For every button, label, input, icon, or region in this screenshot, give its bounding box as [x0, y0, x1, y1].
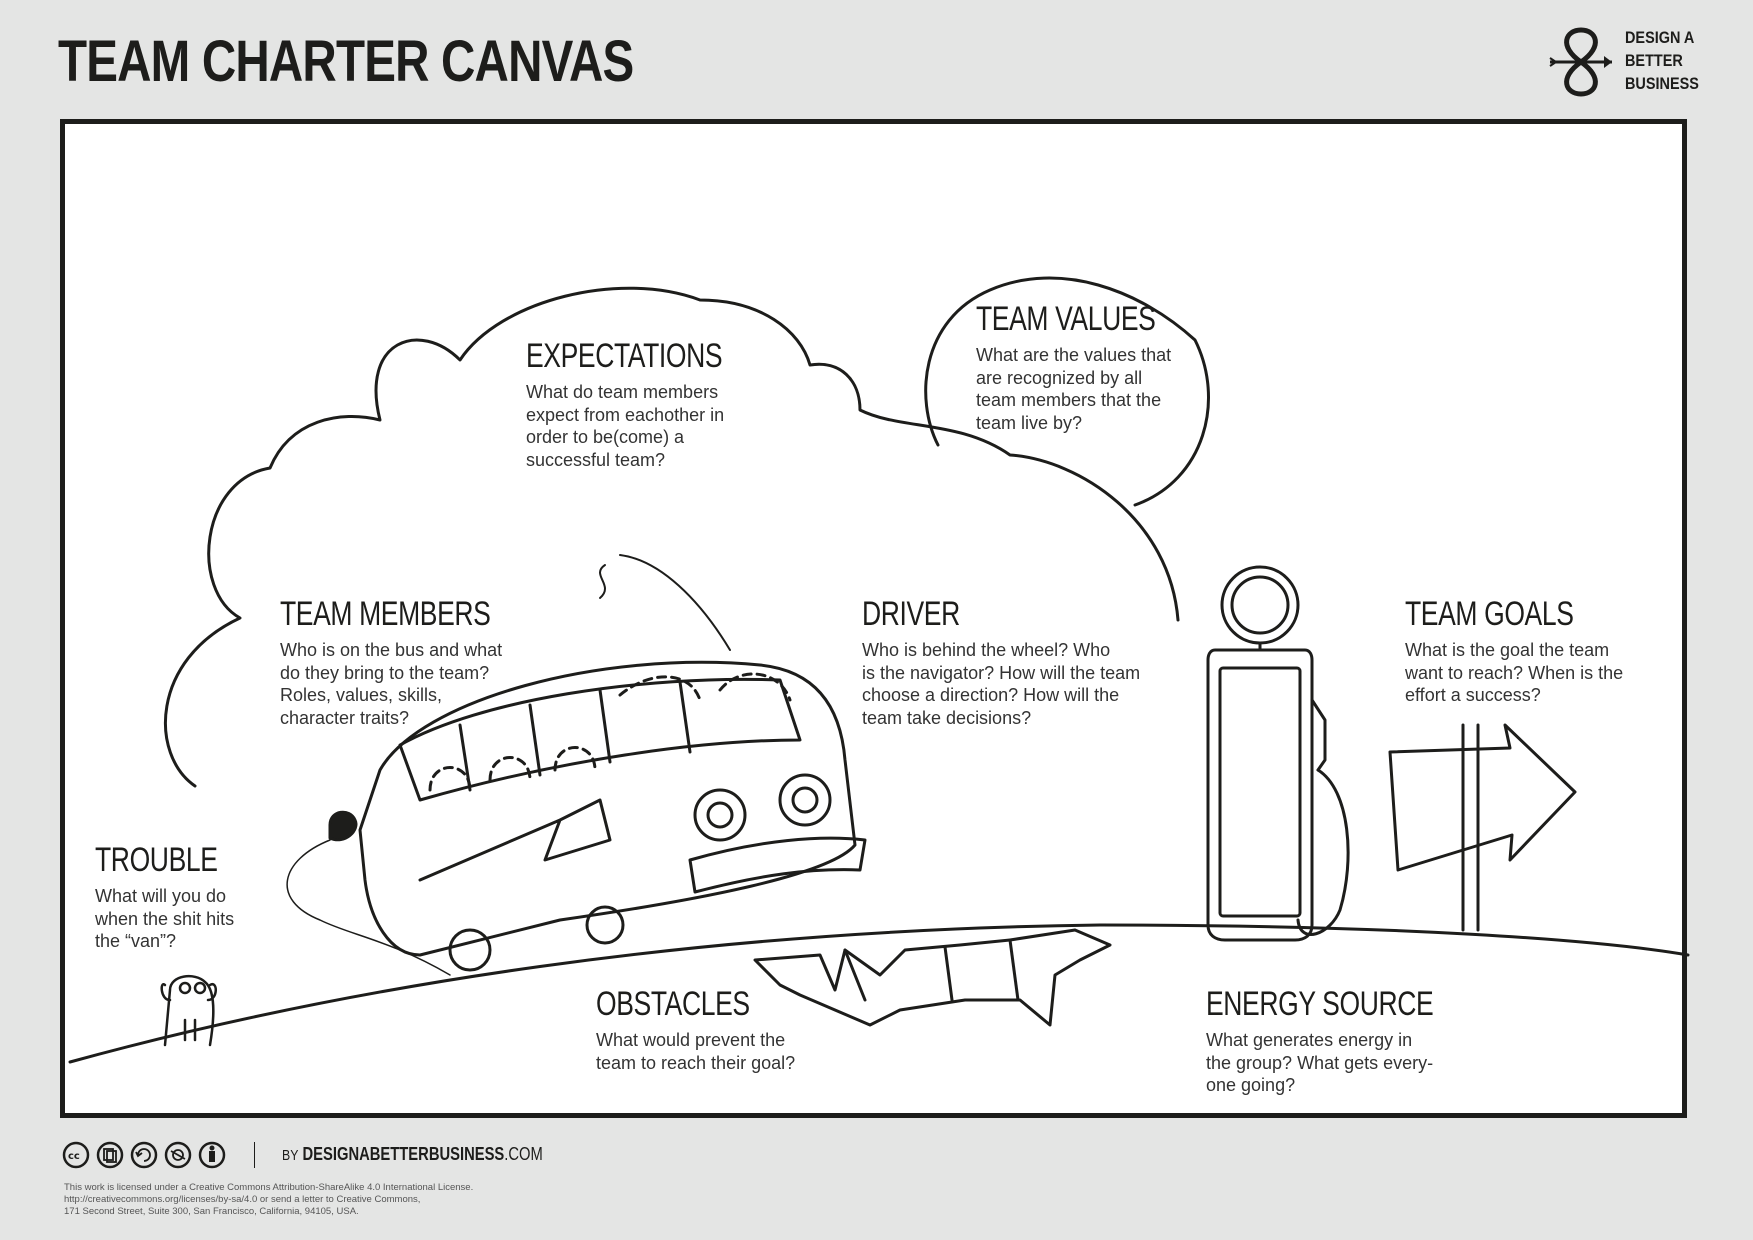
ground-crack: [753, 928, 1112, 1027]
section-title: EXPECTATIONS: [526, 337, 723, 375]
svg-text:cc: cc: [68, 1151, 80, 1162]
section-expectations: EXPECTATIONS What do team members expect…: [526, 337, 778, 471]
thought-cloud: [164, 286, 1180, 788]
ground-line: [68, 923, 1690, 1064]
section-prompt: What generates energy in the group? What…: [1206, 1030, 1434, 1095]
section-title: TEAM MEMBERS: [280, 595, 491, 633]
section-title: ENERGY SOURCE: [1206, 985, 1434, 1023]
section-trouble: TROUBLE What will you do when the shit h…: [95, 841, 252, 953]
cc-icon: [62, 1141, 90, 1169]
footer-credit[interactable]: BY DESIGNABETTERBUSINESS.COM: [282, 1144, 543, 1164]
signpost-illustration: [1388, 723, 1577, 932]
section-title: TEAM GOALS: [1405, 595, 1574, 633]
noncommercial-icon: [164, 1141, 192, 1169]
attribution-icon: [198, 1141, 226, 1169]
license-icons: cc: [62, 1141, 226, 1169]
canvas-frame: [60, 119, 1687, 1118]
section-prompt: What will you do when the shit hits the …: [95, 886, 235, 951]
share-alike-icon: [130, 1141, 158, 1169]
footer-divider: [254, 1142, 255, 1168]
copy-icon: [96, 1141, 124, 1169]
section-obstacles: OBSTACLES What would prevent the team to…: [596, 985, 795, 1074]
section-driver: DRIVER Who is behind the wheel? Who is t…: [862, 595, 1140, 729]
brand-logo: DESIGN A BETTER BUSINESS: [1548, 26, 1738, 106]
values-bubble: [924, 276, 1210, 507]
section-title: TROUBLE: [95, 841, 218, 879]
section-title: OBSTACLES: [596, 985, 750, 1023]
license-text: This work is licensed under a Creative C…: [64, 1182, 474, 1217]
section-title: TEAM VALUES: [976, 300, 1156, 338]
section-prompt: What would prevent the team to reach the…: [596, 1030, 796, 1073]
section-prompt: What do team members expect from eachoth…: [526, 382, 725, 470]
section-team-goals: TEAM GOALS What is the goal the team wan…: [1405, 595, 1623, 707]
section-team-members: TEAM MEMBERS Who is on the bus and what …: [280, 595, 550, 729]
section-team-values: TEAM VALUES What are the values that are…: [976, 300, 1206, 434]
gas-pump-illustration: [1206, 565, 1350, 942]
section-title: DRIVER: [862, 595, 960, 633]
section-prompt: What are the values that are recognized …: [976, 345, 1172, 433]
brand-name: DESIGN A BETTER BUSINESS: [1625, 28, 1699, 93]
section-prompt: What is the goal the team want to reach?…: [1405, 640, 1624, 705]
section-prompt: Who is on the bus and what do they bring…: [280, 640, 503, 728]
trouble-splat: [328, 810, 358, 842]
infinity-arrow-icon: [1549, 27, 1612, 97]
dog-illustration: [160, 974, 217, 1047]
footer: cc BY DESIGNABETTERBUSINESS.COM This wor…: [62, 1140, 762, 1230]
page-title: TEAM CHARTER CANVAS: [58, 29, 634, 94]
section-prompt: Who is behind the wheel? Who is the navi…: [862, 640, 1141, 728]
section-energy-source: ENERGY SOURCE What generates energy in t…: [1206, 985, 1497, 1097]
